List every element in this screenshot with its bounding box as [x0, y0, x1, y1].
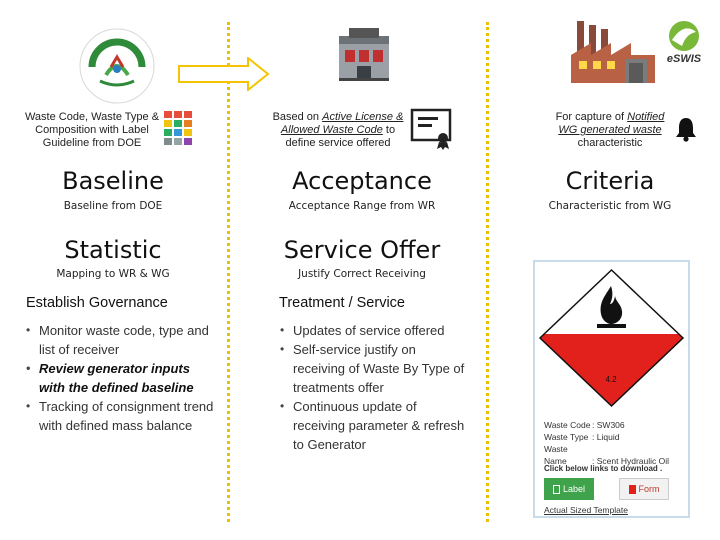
waste-info-row: Waste Type: Liquid	[544, 431, 669, 443]
waste-label-card: 4.2 Waste Code: SW306 Waste Type: Liquid…	[533, 260, 690, 518]
col2-bullet-item: Updates of service offered	[279, 321, 469, 340]
download-form-text: Form	[638, 484, 660, 494]
col2-section-heading: Treatment / Service	[279, 295, 405, 311]
download-form-button[interactable]: Form	[619, 478, 669, 500]
generator-factory-icon	[567, 15, 659, 92]
pdf-icon	[628, 484, 636, 494]
col2-desc-prefix: Based on	[272, 111, 323, 123]
column-divider-middle	[486, 22, 489, 522]
col1-subtitle-baseline: Baseline from DOE	[63, 200, 163, 212]
right-arrow-icon	[178, 55, 270, 96]
download-label-text: Label	[562, 484, 586, 494]
waste-info-key: Waste Name	[544, 444, 568, 466]
col2-bullet-list: Updates of service offered Self-service …	[279, 321, 469, 454]
doe-logo	[78, 27, 156, 105]
col1-bullet-list: Monitor waste code, type and list of rec…	[25, 321, 215, 435]
col2-bullet-item: Self-service justify on receiving of Was…	[279, 340, 469, 397]
col2-desc-suffix: to define service offered	[285, 124, 396, 149]
template-footer: Actual Sized Template	[544, 505, 628, 515]
certificate-icon	[410, 108, 456, 155]
receiver-facility-icon	[331, 20, 397, 91]
bell-icon	[675, 116, 697, 147]
col3-desc-suffix: characteristic	[577, 137, 643, 149]
col3-desc-highlight: Notified WG generated waste	[558, 111, 665, 136]
waste-info-separator: :	[592, 420, 595, 430]
col2-title-acceptance: Acceptance	[292, 167, 432, 195]
file-icon	[552, 484, 560, 494]
col2-subtitle-acceptance: Acceptance Range from WR	[288, 200, 436, 212]
waste-info-value: SW306	[596, 420, 625, 430]
col1-subtitle-statistic: Mapping to WR & WG	[56, 268, 170, 280]
col1-bullet-item: Tracking of consignment trend with defin…	[25, 397, 215, 435]
eswis-logo: eSWIS	[660, 20, 708, 68]
col3-subtitle-criteria: Characteristic from WG	[548, 200, 672, 212]
waste-info-rows: Waste Code: SW306 Waste Type: Liquid Was…	[544, 419, 669, 467]
col2-description: Based on Active License & Allowed Waste …	[268, 111, 408, 150]
col1-title-statistic: Statistic	[64, 236, 162, 264]
waste-info-value: Liquid	[596, 432, 620, 442]
col3-desc-prefix: For capture of	[555, 111, 628, 123]
col1-bullet-item: Review generator inputs with the defined…	[25, 359, 215, 397]
color-palette-icon	[164, 111, 206, 150]
download-label-button[interactable]: Label	[544, 478, 594, 500]
eswis-logo-text: eSWIS	[666, 53, 702, 65]
hazard-class-number: 4.2	[605, 375, 617, 384]
col1-bullet-item: Monitor waste code, type and list of rec…	[25, 321, 215, 359]
col2-desc-highlight: Active License & Allowed Waste Code	[280, 111, 404, 136]
col1-description: Waste Code, Waste Type & Composition wit…	[24, 111, 160, 149]
col1-section-heading: Establish Governance	[26, 295, 168, 311]
col3-title-criteria: Criteria	[565, 167, 655, 195]
waste-info-key: Waste Code	[544, 420, 591, 430]
col2-subtitle-service-offer: Justify Correct Receiving	[298, 268, 426, 280]
waste-info-row: Waste Name: Scent Hydraulic Oil	[544, 443, 669, 467]
col3-description: For capture of Notified WG generated was…	[551, 111, 669, 150]
waste-info-row: Waste Code: SW306	[544, 419, 669, 431]
download-note: Click below links to download .	[544, 464, 663, 473]
waste-info-key: Waste Type	[544, 432, 589, 442]
flammable-hazard-diamond: 4.2	[538, 268, 685, 408]
col2-title-service-offer: Service Offer	[283, 236, 441, 264]
waste-info-separator: :	[592, 432, 595, 442]
waste-info-value: Scent Hydraulic Oil	[596, 456, 670, 466]
col2-bullet-item: Continuous update of receiving parameter…	[279, 397, 469, 454]
col1-title-baseline: Baseline	[62, 167, 164, 195]
column-divider-left	[227, 22, 230, 522]
